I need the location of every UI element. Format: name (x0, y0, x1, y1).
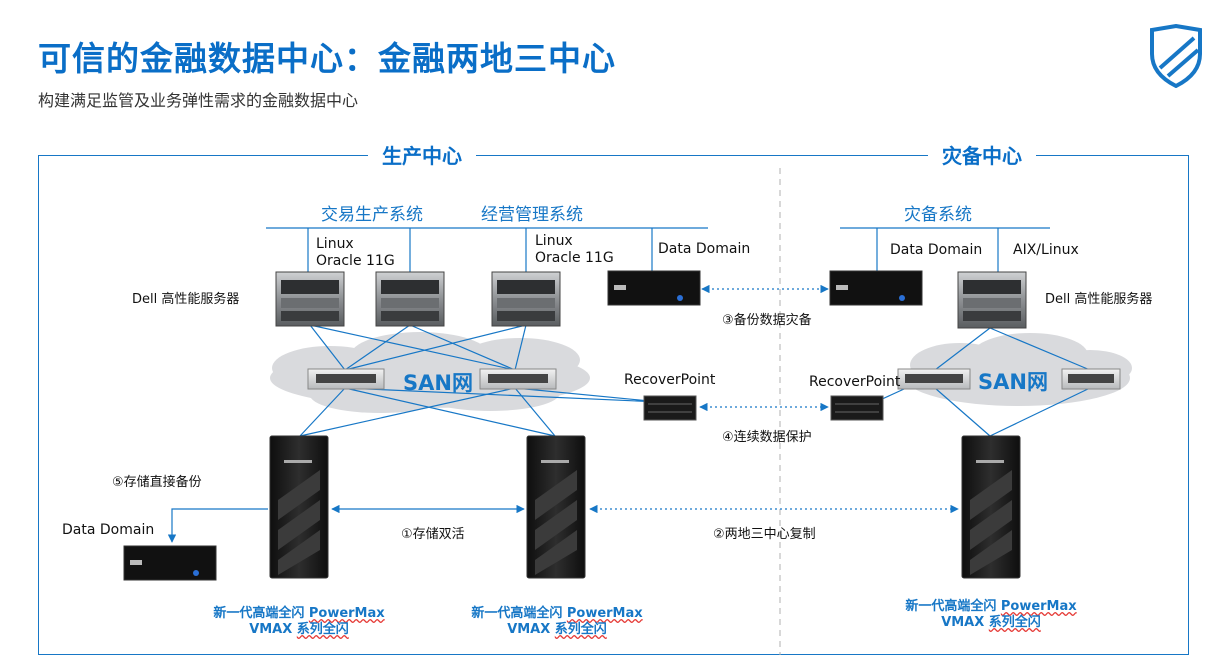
prod-server-san-links (299, 324, 661, 437)
data-domain-prod-label: Data Domain (658, 241, 751, 257)
server-prod-3 (491, 271, 561, 327)
aix-linux-label: AIX/Linux (1013, 242, 1079, 258)
recoverpoint-prod-label: RecoverPoint (624, 372, 716, 388)
vmax-caption-1: 新一代高端全闪 PowerMax VMAX 系列全闪 (213, 606, 385, 637)
server-prod-2 (375, 271, 445, 327)
shield-icon (1150, 24, 1202, 88)
storage-backup-arrow (167, 508, 268, 543)
dell-servers-dr-label: Dell 高性能服务器 (1045, 292, 1153, 307)
vmax-array-2 (526, 435, 586, 579)
san-switch-prod-2 (479, 368, 557, 390)
san-prod-label: SAN网 (403, 371, 473, 395)
recoverpoint-prod (643, 395, 697, 421)
trading-system-label: 交易生产系统 (321, 205, 423, 225)
vmax-array-3 (961, 435, 1021, 579)
linux-label-1: Linux (316, 236, 354, 252)
diagram-frame (38, 155, 1189, 655)
page-title: 可信的金融数据中心：金融两地三中心 (38, 39, 616, 78)
dr-center-label: 灾备中心 (928, 140, 1036, 169)
linux-label-2: Linux (535, 233, 573, 249)
recoverpoint-dr-label: RecoverPoint (809, 374, 901, 390)
vmax-caption-2: 新一代高端全闪 PowerMax VMAX 系列全闪 (471, 606, 643, 637)
dell-servers-prod-label: Dell 高性能服务器 (132, 292, 240, 307)
san-switch-prod-1 (307, 368, 385, 390)
storage-backup-flow-label: ⑤存储直接备份 (112, 475, 202, 490)
server-dr (957, 271, 1027, 329)
data-domain-dr-label: Data Domain (890, 242, 983, 258)
vmax-caption-3: 新一代高端全闪 PowerMax VMAX 系列全闪 (905, 599, 1077, 630)
cdp-flow-label: ④连续数据保护 (722, 430, 812, 445)
oracle-label-1: Oracle 11G (316, 253, 395, 269)
server-prod-1 (275, 271, 345, 327)
dr-system-label: 灾备系统 (904, 205, 972, 225)
management-system-label: 经营管理系统 (481, 205, 583, 225)
production-center-label: 生产中心 (368, 140, 476, 169)
vmax-array-1 (269, 435, 329, 579)
san-switch-dr-2 (1061, 368, 1121, 390)
backup-dr-flow-label: ③备份数据灾备 (722, 313, 812, 328)
oracle-label-2: Oracle 11G (535, 250, 614, 266)
data-domain-dr (829, 270, 923, 306)
active-active-flow-label: ①存储双活 (401, 527, 465, 542)
san-dr-label: SAN网 (978, 370, 1048, 394)
data-domain-backup-label: Data Domain (62, 522, 155, 538)
san-switch-dr-1 (897, 368, 971, 390)
data-domain-prod (607, 270, 701, 306)
recoverpoint-dr (830, 395, 884, 421)
data-domain-backup (123, 545, 217, 581)
replication-flow-label: ②两地三中心复制 (713, 527, 816, 542)
page-subtitle: 构建满足监管及业务弹性需求的金融数据中心 (38, 91, 359, 110)
